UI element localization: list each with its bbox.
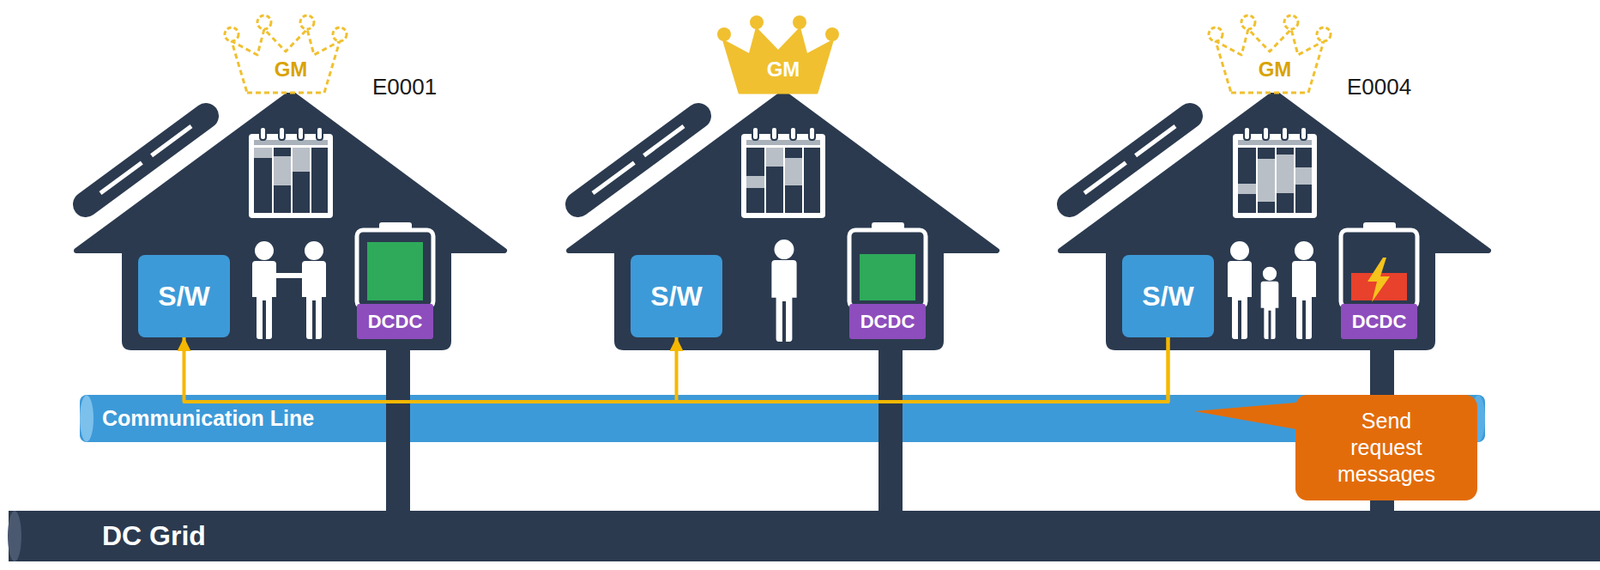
gm-crown: GM [713,10,853,98]
gm-crown: GM [221,10,361,98]
request-arrow [676,337,1169,402]
node-text: DC Grid [102,519,206,552]
node-text: S/W [650,280,702,313]
switch-box: S/W [138,254,230,338]
crown-jewel [825,27,840,42]
house-id-label: E0004 [1346,74,1412,99]
crown-jewel [300,15,314,30]
line-band: Communication Line [79,394,1486,442]
crown-jewel [257,15,272,30]
crown-jewel [1284,15,1299,30]
house [76,92,505,515]
node-text: GM [713,58,853,81]
node-text: DCDC [368,310,423,333]
crown-shape [1205,10,1335,98]
crown-jewel [749,15,764,30]
line-band: DC Grid [8,510,1600,562]
house [568,92,997,515]
crown-jewel [792,15,807,30]
node-text: GM [221,58,361,81]
node-text: Communication Line [102,405,314,431]
request-arrow [184,337,1169,402]
crown-jewel [332,27,347,42]
node-text: S/W [157,280,210,313]
dcdc-box: DCDC [356,303,434,339]
crown-jewel [224,27,239,42]
node-text: Send request messages [1333,407,1441,489]
dc-grid-band [7,510,1600,562]
house [1060,92,1489,515]
dcdc-box: DCDC [849,303,926,339]
dcdc-box: DCDC [1340,303,1418,339]
house-id-label: E0001 [372,74,437,99]
callout-box: Send request messages [1295,394,1478,501]
crown-jewel [717,27,731,42]
crown-jewel [1316,27,1331,42]
crown-jewel [1241,15,1256,30]
crown-shape [221,10,351,98]
switch-box: S/W [1122,254,1214,338]
crown-shape [713,10,843,98]
gm-crown: GM [1205,10,1345,98]
node-text: GM [1205,58,1345,81]
node-text: DCDC [1352,310,1407,333]
callout-tail [1194,401,1306,431]
switch-box: S/W [630,254,723,338]
crown-jewel [1208,27,1223,42]
node-text: S/W [1141,280,1194,313]
node-text: DCDC [860,310,916,333]
